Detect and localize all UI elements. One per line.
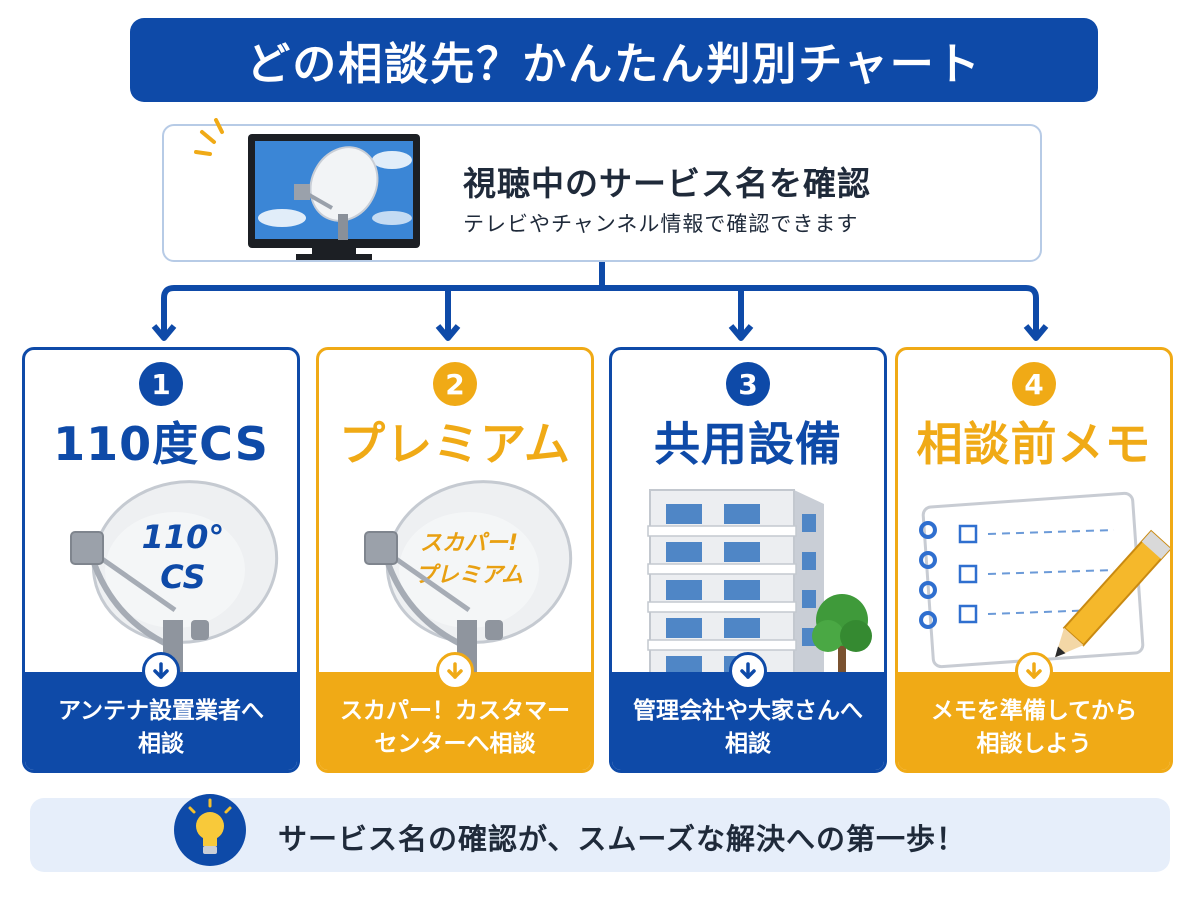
dish-label-2: CS [160, 558, 205, 596]
dish-label-1: 110° [142, 518, 225, 556]
down-arrow-icon [729, 652, 767, 690]
down-arrow-icon [142, 652, 180, 690]
down-arrow-icon [1015, 652, 1053, 690]
card-action-line-2: センターへ相談 [374, 731, 536, 757]
card-title: 相談前メモ [916, 417, 1152, 471]
check-subtitle: テレビやチャンネル情報で確認できます [463, 212, 859, 236]
notepad-pencil-icon [919, 491, 1170, 669]
light-bulb-icon [174, 794, 246, 866]
card-title: プレミアム [339, 417, 571, 471]
card-pre-consult-memo: 4 相談前メモ メモを準備してから 相談しよう [895, 347, 1173, 773]
card-number: 1 [139, 362, 183, 406]
card-number: 3 [726, 362, 770, 406]
card-action-line-1: メモを準備してから [930, 697, 1138, 724]
card-premium: 2 プレミアム スカパー! プレミアム スカパー！カスタマー センターへ相談 [316, 347, 594, 773]
page-title: どの相談先？かんたん判別チャート [130, 18, 1098, 102]
card-action-line-2: 相談 [725, 731, 771, 757]
down-arrow-icon [436, 652, 474, 690]
card-shared-facility: 3 共用設備 管理会社や大家さんへ 相談 [609, 347, 887, 773]
card-number: 4 [1012, 362, 1056, 406]
satellite-dish-icon: 110° CS [70, 480, 279, 698]
dish-label-1: スカパー! [420, 531, 518, 556]
tip-text: サービス名の確認が、スムーズな解決への第一歩！ [278, 822, 966, 856]
card-title: 110度CS [53, 417, 269, 471]
card-action-line-1: アンテナ設置業者へ [57, 697, 265, 724]
card-action: 管理会社や大家さんへ 相談 [612, 672, 884, 770]
card-number: 2 [433, 362, 477, 406]
card-action-line-1: 管理会社や大家さんへ [633, 697, 863, 724]
satellite-dish-icon: スカパー! プレミアム [364, 480, 573, 698]
card-action-line-2: 相談 [138, 731, 184, 757]
check-title: 視聴中のサービス名を確認 [463, 164, 871, 203]
card-title: 共用設備 [654, 417, 842, 471]
card-action-line-2: 相談しよう [976, 731, 1092, 757]
card-110cs: 1 110度CS 110° CS アンテナ設置業者へ 相談 [22, 347, 300, 773]
card-action-line-1: スカパー！カスタマー [340, 697, 570, 724]
branch-connector [151, 262, 1049, 341]
tv-satellite-icon [194, 118, 420, 260]
